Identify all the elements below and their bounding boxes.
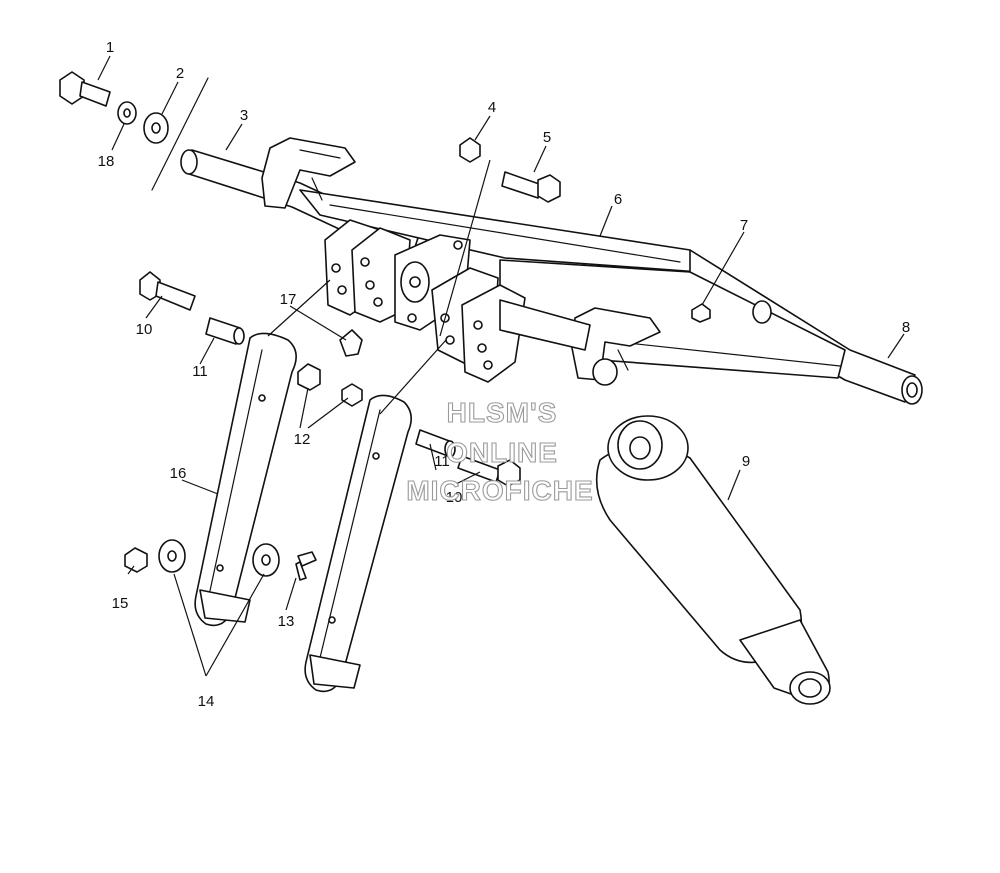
callout-10-lower: 10 <box>446 489 463 506</box>
callout-6: 6 <box>614 191 622 208</box>
watermark-line-1: HLSM'S <box>447 397 558 428</box>
separator-line <box>151 77 209 191</box>
part-12-nut-a <box>297 363 321 391</box>
part-10-bolt-lower <box>457 455 521 487</box>
callout-18: 18 <box>98 153 115 170</box>
part-5-bolt <box>501 171 561 203</box>
watermark-line-3: MICROFICHE <box>406 475 593 506</box>
callout-3: 3 <box>240 107 248 124</box>
callout-11-lower: 11 <box>434 453 450 470</box>
callout-17: 17 <box>280 291 297 308</box>
callout-14: 14 <box>198 693 215 710</box>
callout-1: 1 <box>106 39 114 56</box>
left-pivot-brackets <box>324 219 471 331</box>
part-1-bolt <box>59 71 111 107</box>
part-11-bushing-lower <box>415 429 456 458</box>
part-17-grease-fitting <box>339 329 363 357</box>
right-pivot-brackets <box>431 267 591 383</box>
callout-2: 2 <box>176 65 184 82</box>
part-10-bolt <box>139 271 196 311</box>
part-15-nut <box>124 547 148 573</box>
callout-12: 12 <box>294 431 311 448</box>
leader-lines <box>97 55 905 677</box>
watermark-line-2: ONLINE <box>446 437 558 468</box>
part-9-shock-absorber <box>595 415 831 705</box>
callout-11-upper: 11 <box>192 363 208 380</box>
center-link-arm <box>304 394 412 693</box>
front-stop-bracket <box>261 137 356 209</box>
callout-7: 7 <box>740 217 748 234</box>
part-16-link-arm <box>194 332 297 627</box>
part-11-bushing <box>205 317 245 345</box>
rear-stop-bracket <box>571 307 661 386</box>
callout-10-upper: 10 <box>136 321 153 338</box>
part-7-fitting <box>691 300 772 324</box>
callout-15: 15 <box>112 595 129 612</box>
part-12-nut-b <box>341 383 363 407</box>
part-6-frame-rail <box>299 189 701 273</box>
part-4-nut <box>459 137 481 163</box>
callout-9: 9 <box>742 453 750 470</box>
callout-5: 5 <box>543 129 551 146</box>
callout-13: 13 <box>278 613 295 630</box>
part-13-pin <box>295 551 317 581</box>
callout-4: 4 <box>488 99 496 116</box>
callout-16: 16 <box>170 465 187 482</box>
callout-8: 8 <box>902 319 910 336</box>
watermark: HLSM'S ONLINE MICROFICHE <box>406 396 593 506</box>
